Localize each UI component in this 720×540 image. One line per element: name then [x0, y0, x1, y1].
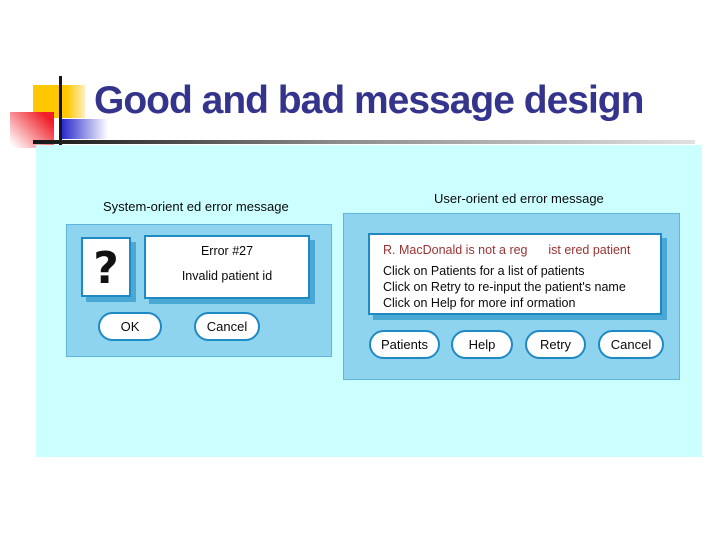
title-underline [33, 140, 695, 144]
message-line-2: Click on Patients for a list of patients [383, 264, 585, 278]
message-line-3: Click on Retry to re-input the patient's… [383, 280, 626, 294]
slide-title: Good and bad message design [94, 79, 644, 122]
vertical-accent-line [59, 76, 62, 145]
user-message-box: R. MacDonald is not a reg ist ered patie… [368, 233, 662, 315]
error-body-text: Invalid patient id [181, 269, 273, 283]
user-oriented-dialog: R. MacDonald is not a reg ist ered patie… [343, 213, 680, 380]
system-oriented-dialog: ? Error #27 Invalid patient id OK Cancel [66, 224, 332, 357]
message-line-1: R. MacDonald is not a reg ist ered patie… [383, 243, 631, 257]
left-dialog-caption: System-orient ed error message [103, 199, 289, 214]
retry-button[interactable]: Retry [525, 330, 586, 359]
question-mark-glyph: ? [93, 243, 119, 294]
ok-button[interactable]: OK [98, 312, 162, 341]
patients-button[interactable]: Patients [369, 330, 440, 359]
right-dialog-caption: User-orient ed error message [434, 191, 604, 206]
message-line-4: Click on Help for more inf ormation [383, 296, 576, 310]
help-button[interactable]: Help [451, 330, 513, 359]
cancel-button-right[interactable]: Cancel [598, 330, 664, 359]
error-message-box: Error #27 Invalid patient id [144, 235, 310, 299]
error-code-text: Error #27 [200, 244, 254, 258]
cancel-button[interactable]: Cancel [194, 312, 260, 341]
question-mark-icon: ? [81, 237, 131, 297]
blue-accent-bar [62, 119, 108, 139]
